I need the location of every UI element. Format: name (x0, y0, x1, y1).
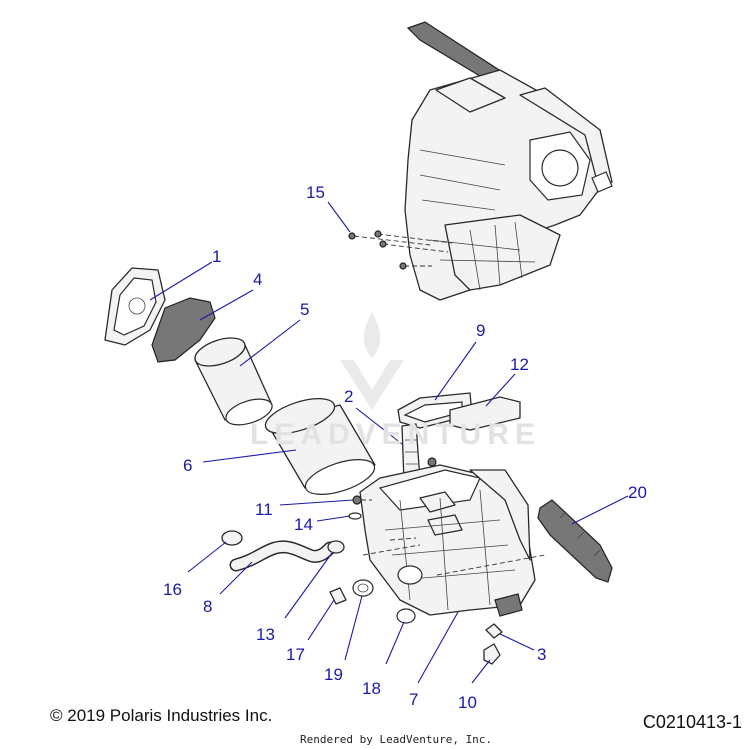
bolt-group-15 (348, 230, 453, 270)
callout-15: 15 (306, 183, 351, 233)
part-3-clip (485, 623, 503, 639)
callout-2: 2 (344, 387, 403, 445)
callout-19: 19 (324, 595, 363, 684)
part-16-clamp (221, 530, 243, 546)
callout-7: 7 (409, 611, 459, 709)
callout-12: 12 (485, 355, 529, 407)
part-20-strap (537, 499, 613, 583)
svg-text:3: 3 (537, 645, 546, 664)
svg-text:6: 6 (183, 456, 192, 475)
svg-text:17: 17 (286, 645, 305, 664)
callout-16: 16 (163, 541, 227, 599)
svg-text:4: 4 (253, 270, 262, 289)
part-6-sleeve (264, 397, 376, 495)
callout-20: 20 (571, 483, 647, 525)
callout-9: 9 (434, 321, 485, 401)
part-4-seal (151, 297, 216, 363)
svg-text:20: 20 (628, 483, 647, 502)
callout-13: 13 (256, 552, 333, 644)
callout-10: 10 (458, 659, 491, 712)
part-1-flange (104, 267, 166, 346)
callout-18: 18 (362, 621, 405, 698)
watermark-text: LEADVENTURE (250, 418, 542, 451)
part-8-hose (229, 540, 337, 572)
svg-text:10: 10 (458, 693, 477, 712)
svg-text:7: 7 (409, 690, 418, 709)
callout-17: 17 (286, 599, 335, 664)
engine-assembly (404, 21, 613, 301)
svg-text:13: 13 (256, 625, 275, 644)
part-13-clamp (327, 540, 345, 554)
callout-5: 5 (239, 300, 309, 367)
leadventure-watermark-logo (340, 312, 404, 410)
callout-3: 3 (499, 633, 546, 664)
svg-text:1: 1 (212, 247, 221, 266)
svg-text:11: 11 (255, 500, 273, 519)
callout-4: 4 (199, 270, 262, 321)
part-7-airbox (359, 464, 546, 617)
callout-1: 1 (149, 247, 221, 301)
part-10-fastener (483, 643, 501, 665)
svg-text:9: 9 (476, 321, 485, 340)
fasteners-11-14 (348, 495, 372, 520)
svg-text:19: 19 (324, 665, 343, 684)
svg-text:14: 14 (294, 515, 313, 534)
callout-6: 6 (183, 449, 297, 475)
svg-text:16: 16 (163, 580, 182, 599)
diagram-code: C0210413-1 (642, 712, 742, 732)
part-18-plug (396, 608, 416, 624)
part-5-filter (194, 337, 273, 426)
part-12-pad (449, 396, 521, 431)
callout-11: 11 (255, 499, 354, 519)
svg-text:8: 8 (203, 597, 212, 616)
svg-text:18: 18 (362, 679, 381, 698)
copyright-text: © 2019 Polaris Industries Inc. (50, 706, 273, 725)
svg-text:12: 12 (510, 355, 529, 374)
callout-8: 8 (203, 561, 253, 616)
rendered-by-text: Rendered by LeadVenture, Inc. (300, 733, 493, 746)
svg-text:2: 2 (344, 387, 353, 406)
svg-text:5: 5 (300, 300, 309, 319)
svg-text:15: 15 (306, 183, 325, 202)
part-19-grommet (352, 579, 374, 597)
callout-14: 14 (294, 515, 351, 534)
